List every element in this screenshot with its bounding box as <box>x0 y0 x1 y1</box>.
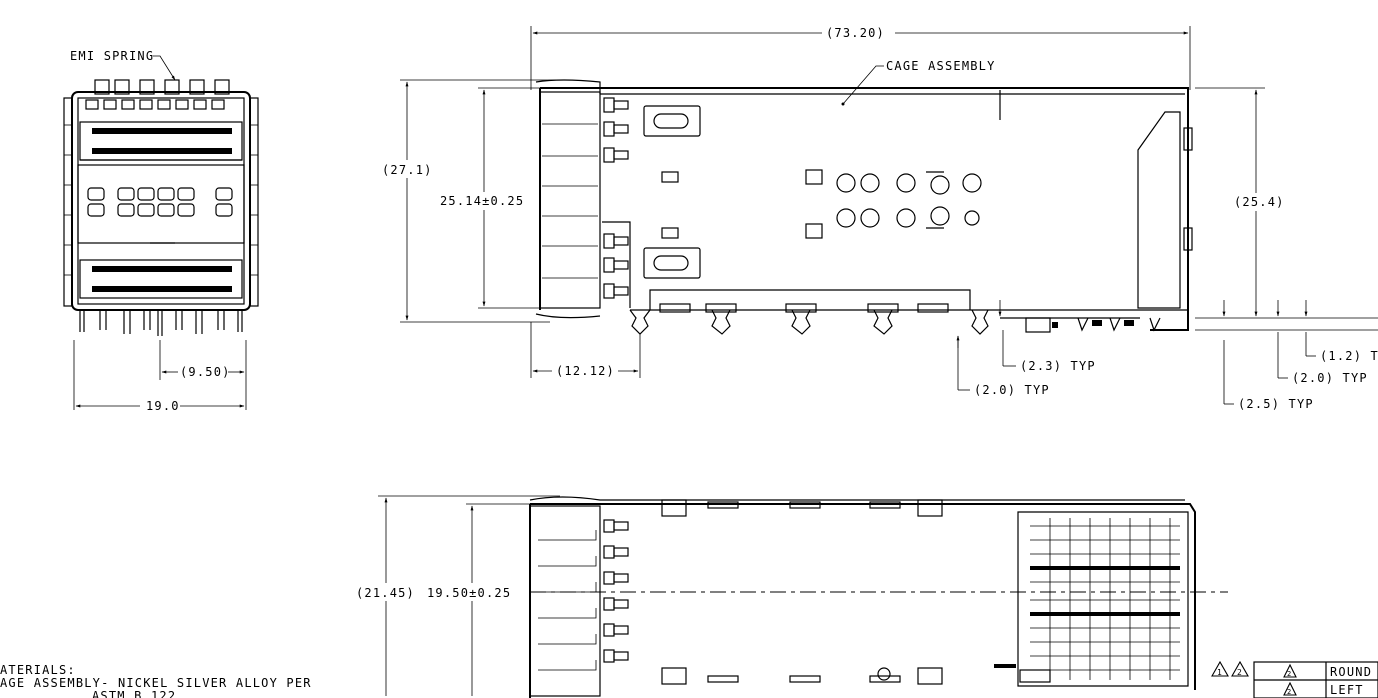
notes-line-3: ASTM B 122 <box>92 689 176 698</box>
rev-row-2-flag: 2 <box>1287 688 1292 696</box>
dim-right-height: (25.4) <box>1234 195 1285 209</box>
dim-front-offset: (12.12) <box>556 364 615 378</box>
front-flange-fingers <box>542 97 629 299</box>
dim-overall-length: (73.20) <box>826 26 885 40</box>
dim-pin-1-2: (1.2) TYP <box>1320 349 1378 363</box>
rev-flag-2: 2 <box>1237 668 1243 677</box>
dim-pin-2-3: (2.3) TYP <box>1020 359 1096 373</box>
rev-row-1-flag: 2 <box>1287 670 1292 678</box>
dim-pin-2-0-a: (2.0) TYP <box>974 383 1050 397</box>
press-fit-pins-side <box>1052 317 1161 332</box>
cage-assembly-label: CAGE ASSEMBLY <box>886 59 996 73</box>
bottom-tabs <box>661 499 943 685</box>
dim-overall-height: (27.1) <box>382 163 433 177</box>
revision-flags: 1 2 <box>1211 660 1249 677</box>
pegs <box>629 303 989 335</box>
notes-line-2: AGE ASSEMBLY- NICKEL SILVER ALLOY PER <box>0 676 312 690</box>
rev-flag-1: 1 <box>1217 668 1223 677</box>
notes-line-1: ATERIALS: <box>0 663 76 677</box>
rev-row-1-text: ROUND <box>1330 665 1372 679</box>
notes: ATERIALS: AGE ASSEMBLY- NICKEL SILVER AL… <box>0 663 312 698</box>
dim-bottom-tolerance: 19.50±0.25 <box>427 586 511 600</box>
revision-table: 2 ROUND 2 LEFT <box>1253 661 1378 698</box>
bottom-front-fingers <box>538 519 629 671</box>
emi-spring-fingers <box>94 79 230 95</box>
dim-half-width: (9.50) <box>180 365 231 379</box>
dim-pin-2-0-b: (2.0) TYP <box>1292 371 1368 385</box>
bottom-view: (21.45) 19.50±0.25 <box>354 495 1228 698</box>
top-windows <box>85 99 225 110</box>
side-view: (73.20) CAGE ASSEMBLY (27.1) 25.14±0.25 <box>380 26 1378 411</box>
press-fit-pins <box>79 310 243 336</box>
rev-row-2-text: LEFT <box>1330 683 1364 697</box>
emi-spring-label: EMI SPRING <box>70 49 154 63</box>
dim-width: 19.0 <box>146 399 180 413</box>
vent-holes <box>805 169 982 239</box>
front-view: EMI SPRING <box>63 49 259 413</box>
dim-bottom-overall: (21.45) <box>356 586 415 600</box>
contact-grid <box>1030 518 1180 680</box>
dim-pin-2-5: (2.5) TYP <box>1238 397 1314 411</box>
belly-slots <box>87 187 233 217</box>
dim-height-tolerance: 25.14±0.25 <box>440 194 524 208</box>
